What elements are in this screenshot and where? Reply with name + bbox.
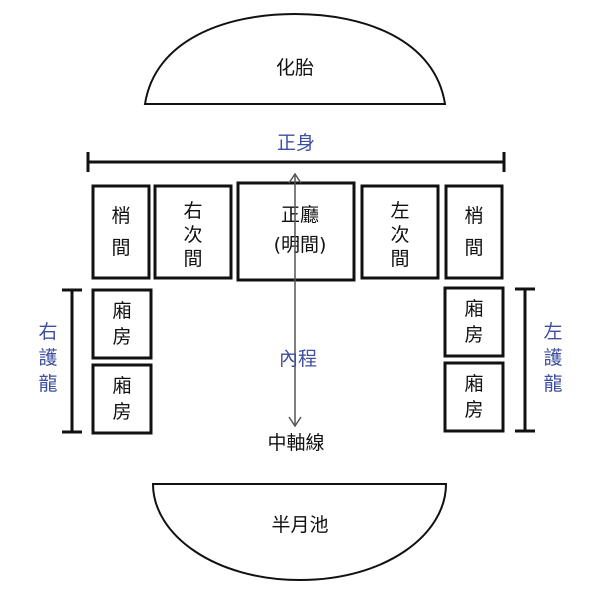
left-wing: 廂 房 廂 房 左 護 龍 bbox=[443, 286, 563, 433]
left-secondary-room-char-2: 次 bbox=[390, 224, 409, 246]
right-wing-label-char-1: 右 bbox=[38, 321, 57, 343]
half-moon-pond-label: 半月池 bbox=[271, 514, 328, 536]
right-end-room-box bbox=[444, 184, 504, 280]
left-end-room-char-2: 間 bbox=[111, 237, 130, 259]
huatai-shape bbox=[143, 12, 447, 105]
left-wing-room-1-char-1: 廂 bbox=[464, 298, 483, 320]
right-secondary-room-char-3: 間 bbox=[183, 248, 202, 270]
left-secondary-room-char-3: 間 bbox=[390, 248, 409, 270]
left-wing-room-2-box bbox=[443, 361, 505, 433]
right-wing-label-char-3: 龍 bbox=[38, 373, 57, 395]
central-axis bbox=[288, 172, 302, 428]
right-wing-room-2-char-1: 廂 bbox=[112, 375, 131, 397]
left-wing-room-2-char-2: 房 bbox=[464, 399, 483, 421]
inner-courtyard-label: 內程 bbox=[279, 348, 317, 370]
left-secondary-room-char-1: 左 bbox=[390, 200, 409, 222]
left-end-room-char-1: 梢 bbox=[111, 205, 130, 227]
right-secondary-room-char-1: 右 bbox=[183, 200, 202, 222]
main-hall: 正廳 (明間) bbox=[236, 181, 356, 282]
left-end-room: 梢 間 bbox=[91, 184, 151, 280]
right-secondary-room-box bbox=[153, 184, 233, 280]
left-wing-room-2-char-1: 廂 bbox=[464, 373, 483, 395]
right-wing: 右 護 龍 廂 房 廂 房 bbox=[38, 288, 153, 435]
left-wing-label-char-3: 龍 bbox=[543, 373, 562, 395]
central-axis-arrow-up bbox=[288, 172, 302, 184]
half-moon-pond: 半月池 bbox=[151, 483, 448, 582]
right-secondary-room-char-2: 次 bbox=[183, 224, 202, 246]
main-hall-subtitle: (明間) bbox=[274, 234, 327, 256]
right-wing-room-1-char-2: 房 bbox=[112, 326, 131, 348]
huatai-label: 化胎 bbox=[276, 57, 314, 79]
central-axis-label: 中軸線 bbox=[267, 432, 324, 454]
central-axis-arrow-down bbox=[288, 416, 302, 428]
left-wing-label-char-2: 護 bbox=[543, 347, 562, 369]
right-wing-room-1-box bbox=[91, 288, 153, 360]
right-secondary-room: 右 次 間 bbox=[153, 184, 233, 280]
half-moon-pond-shape bbox=[151, 483, 448, 582]
main-hall-title: 正廳 bbox=[281, 204, 319, 226]
right-wing-room-1-char-1: 廂 bbox=[112, 300, 131, 322]
left-end-room-box bbox=[91, 184, 151, 280]
left-secondary-room: 左 次 間 bbox=[360, 184, 440, 280]
huatai-mound: 化胎 bbox=[143, 12, 447, 105]
right-wing-room-2-box bbox=[91, 363, 153, 435]
left-wing-label-char-1: 左 bbox=[543, 321, 562, 343]
main-body-label: 正身 bbox=[277, 132, 315, 154]
right-wing-label-char-2: 護 bbox=[38, 347, 57, 369]
main-hall-box bbox=[236, 181, 356, 282]
left-wing-room-1-char-2: 房 bbox=[464, 324, 483, 346]
right-wing-room-2-char-2: 房 bbox=[112, 401, 131, 423]
left-secondary-room-box bbox=[360, 184, 440, 280]
left-wing-room-1-box bbox=[443, 286, 505, 358]
right-end-room-char-2: 間 bbox=[464, 237, 483, 259]
main-body-span: 正身 bbox=[86, 132, 506, 172]
right-end-room-char-1: 梢 bbox=[464, 205, 483, 227]
right-end-room: 梢 間 bbox=[444, 184, 504, 280]
